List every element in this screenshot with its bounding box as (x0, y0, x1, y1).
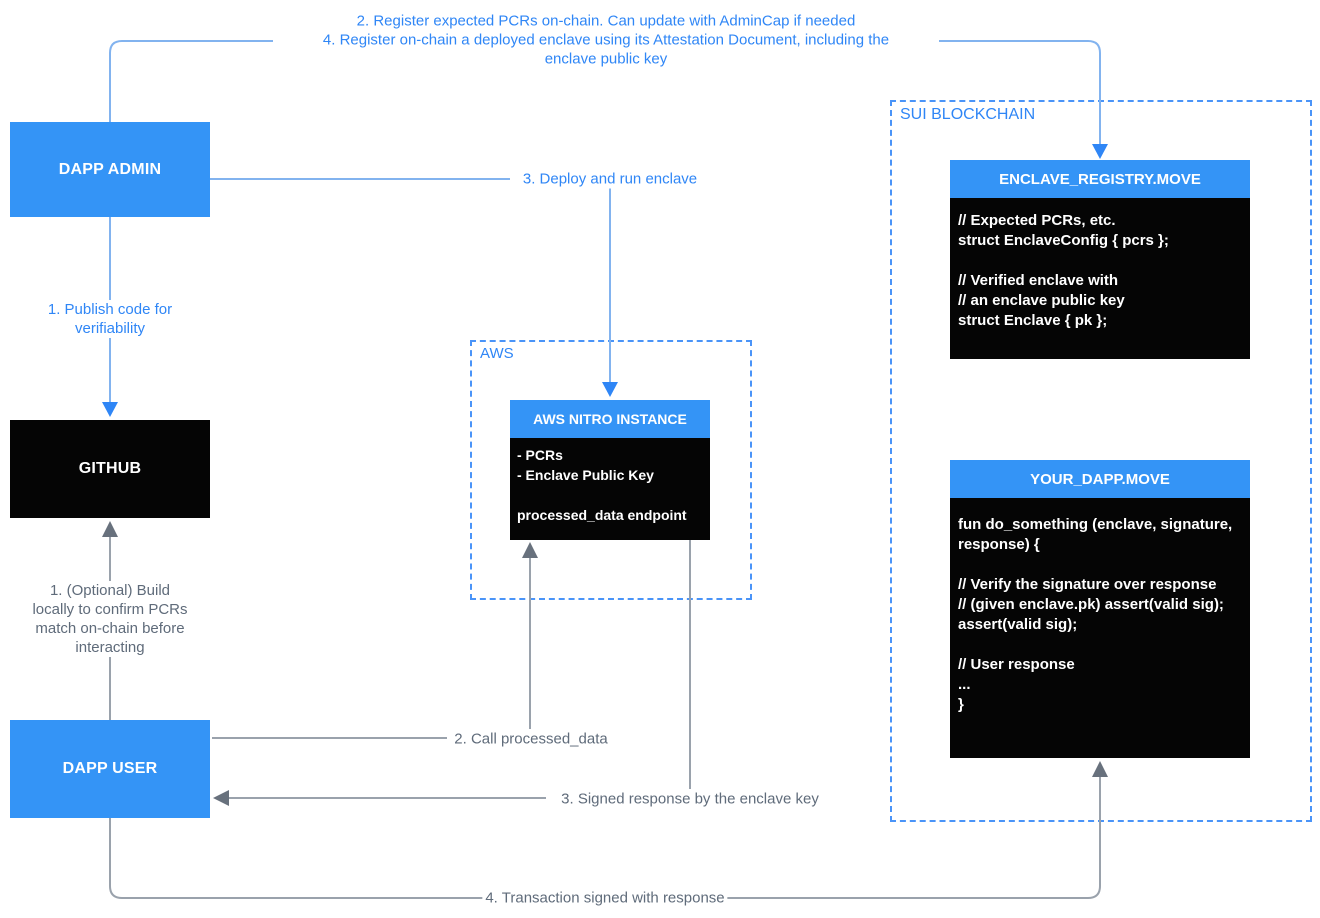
edge-call-arrowhead (522, 542, 538, 558)
aws-nitro-title: AWS NITRO INSTANCE (510, 400, 710, 438)
aws-group-label: AWS (480, 345, 514, 362)
edge-signed-arrowhead (213, 790, 229, 806)
dapp-user-label: DAPP USER (62, 760, 158, 777)
edge-signed-label: 3. Signed response by the enclave key (558, 789, 822, 809)
github-node: GITHUB (10, 420, 210, 518)
aws-nitro-body: - PCRs - Enclave Public Key processed_da… (510, 438, 710, 540)
your-dapp-body: fun do_something (enclave, signature, re… (950, 498, 1250, 758)
dapp-user-node: DAPP USER (10, 720, 210, 818)
edge-build-label: 1. (Optional) Build locally to confirm P… (12, 581, 208, 657)
sui-group-label: SUI BLOCKCHAIN (900, 106, 1036, 123)
enclave-registry-title: ENCLAVE_REGISTRY.MOVE (950, 160, 1250, 198)
github-label: GITHUB (78, 460, 142, 477)
aws-nitro-node: AWS NITRO INSTANCE - PCRs - Enclave Publ… (510, 400, 710, 540)
dapp-admin-node: DAPP ADMIN (10, 122, 210, 217)
your-dapp-node: YOUR_DAPP.MOVE fun do_something (enclave… (950, 460, 1250, 758)
dapp-admin-label: DAPP ADMIN (58, 160, 162, 178)
edge-deploy-arrowhead (602, 382, 618, 397)
edge-publish-label: 1. Publish code for verifiability (27, 300, 193, 338)
edge-build-arrowhead (102, 521, 118, 537)
edge-txn-label: 4. Transaction signed with response (482, 888, 728, 908)
edge-txn-arrowhead (1092, 761, 1108, 777)
edge-call-label: 2. Call processed_data (451, 729, 611, 749)
edge-deploy-label: 3. Deploy and run enclave (519, 169, 701, 189)
enclave-registry-node: ENCLAVE_REGISTRY.MOVE // Expected PCRs, … (950, 160, 1250, 359)
your-dapp-title: YOUR_DAPP.MOVE (950, 460, 1250, 498)
edge-publish-arrowhead (102, 402, 118, 417)
edge-register-arrowhead (1092, 144, 1108, 159)
enclave-registry-body: // Expected PCRs, etc. struct EnclaveCon… (950, 198, 1250, 359)
edge-register-label: 2. Register expected PCRs on-chain. Can … (273, 11, 939, 69)
